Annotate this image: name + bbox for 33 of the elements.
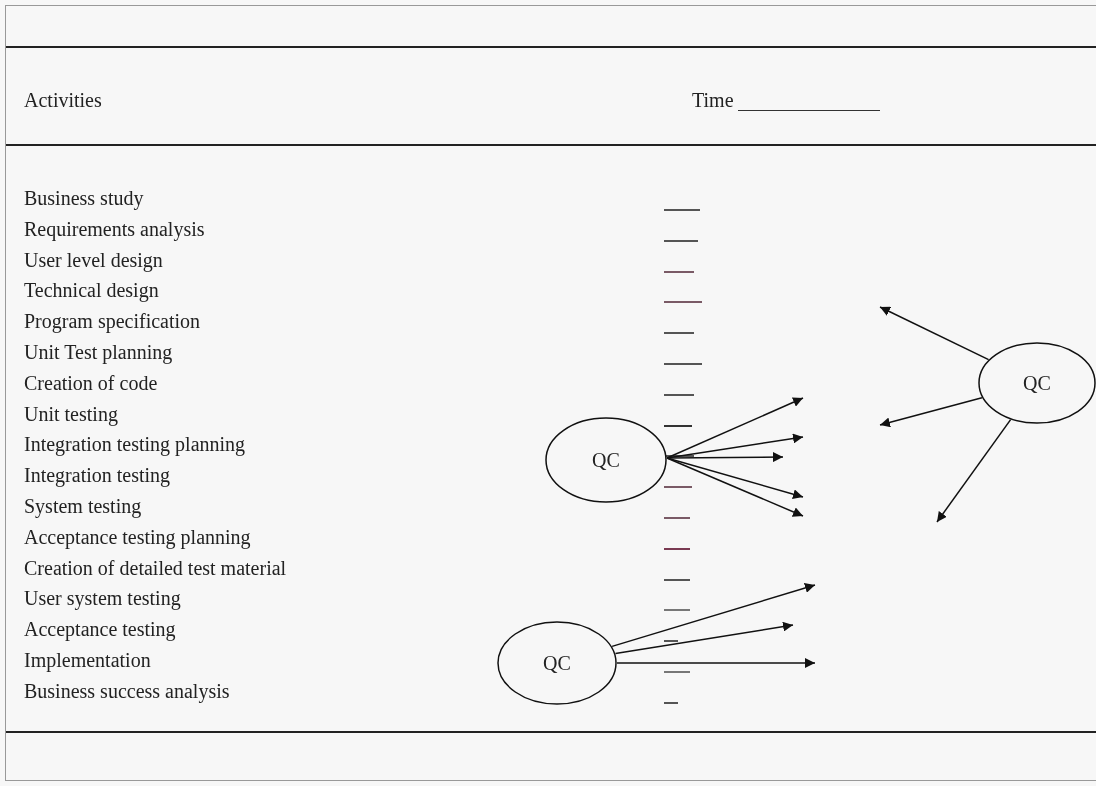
node-label: QC	[1023, 371, 1051, 395]
activity-label: Creation of code	[24, 370, 158, 395]
activity-label: Technical design	[24, 278, 159, 303]
activity-label: Implementation	[24, 648, 151, 672]
activity-label: Acceptance testing	[24, 617, 176, 642]
node-label: QC	[543, 651, 571, 675]
arrow	[936, 418, 1012, 523]
arrow	[879, 397, 983, 428]
activity-label: Requirements analysis	[24, 216, 205, 241]
activity-label: Business success analysis	[24, 678, 230, 703]
activity-label: Program specification	[24, 309, 201, 334]
activity-label: User system testing	[24, 586, 181, 611]
qc-ellipse	[497, 621, 617, 705]
activity-label: Unit Test planning	[24, 340, 173, 364]
activity-label: Unit testing	[24, 401, 118, 426]
arrow	[879, 306, 990, 361]
column-header: Activities	[24, 88, 102, 112]
arrow	[666, 397, 804, 459]
node-label: QC	[592, 448, 620, 472]
column-header: Time	[692, 88, 734, 112]
activity-label: Integration testing	[24, 463, 171, 488]
arrow	[614, 621, 794, 655]
activity-label: Integration testing planning	[24, 432, 246, 457]
activity-label: System testing	[24, 494, 142, 518]
activity-label: User level design	[24, 247, 163, 272]
activity-label: Creation of detailed test material	[24, 555, 287, 580]
arrow	[616, 658, 816, 668]
qc-ellipse	[978, 342, 1096, 424]
activity-label: Business study	[24, 186, 144, 210]
arrow	[666, 457, 804, 517]
qc-ellipse	[545, 417, 667, 503]
activity-label: Acceptance testing planning	[24, 524, 251, 549]
arrow	[611, 583, 816, 648]
